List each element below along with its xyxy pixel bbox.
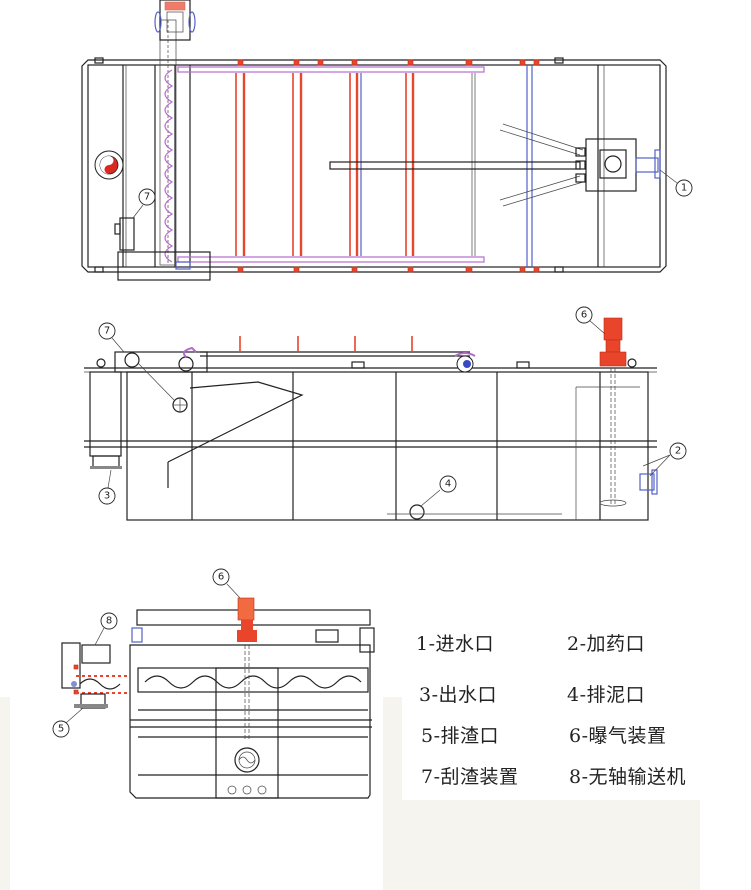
front-view: 7 6 3 4 2 (84, 306, 687, 521)
callout-5-side: 5 (52, 707, 84, 738)
sludge-outlet (409, 504, 425, 520)
shaftless-screw-side (144, 675, 362, 689)
callout-1-top: 1 (659, 169, 693, 197)
tank-body-side (129, 644, 371, 799)
inlet-distribution-pipes (329, 123, 661, 207)
legend-item-4: 4-排泥口 (567, 684, 646, 706)
side-view: 6 8 5 (52, 568, 375, 799)
legend-item-5: 5-排渣口 (421, 725, 500, 747)
callout-7-front: 7 (98, 322, 125, 353)
manhole-flange-top (94, 150, 124, 180)
callout-3-front: 3 (98, 469, 116, 505)
scraper-chain-upper (177, 66, 485, 73)
lifting-lugs-top (94, 57, 564, 273)
svg-text:7: 7 (104, 326, 110, 337)
outlet-flange-side (227, 747, 267, 795)
svg-text:6: 6 (581, 310, 587, 321)
svg-text:5: 5 (58, 724, 64, 735)
scraper-motor-side (315, 629, 339, 643)
shaftless-screw-conveyor-top (154, 0, 196, 266)
svg-text:3: 3 (104, 491, 110, 502)
tank-body-front (126, 371, 649, 521)
scraper-chain-front (96, 336, 637, 488)
tank-outline-top (81, 59, 667, 273)
scraper-chain-lower (177, 256, 485, 263)
dosing-port-flange (639, 473, 655, 491)
callout-6-side: 6 (212, 568, 241, 599)
callout-8-side: 8 (94, 612, 118, 646)
legend (402, 610, 702, 800)
aerator-motor-side (237, 597, 257, 740)
tank-inner-top (87, 64, 661, 268)
callout-2-front: 2 (642, 442, 687, 477)
svg-text:8: 8 (106, 616, 112, 627)
callout-4-front: 4 (420, 475, 457, 507)
callout-7-top: 7 (132, 188, 156, 219)
svg-text:6: 6 (218, 572, 224, 583)
legend-item-8: 8-无轴输送机 (569, 766, 687, 788)
background-panel-left (0, 697, 10, 890)
scraper-bars (235, 73, 415, 256)
aerator-motor-front (599, 317, 627, 507)
scraper-drive-top (114, 217, 211, 281)
legend-item-1: 1-进水口 (416, 633, 495, 655)
legend-item-2: 2-加药口 (567, 633, 646, 655)
svg-text:7: 7 (144, 192, 150, 203)
svg-text:4: 4 (445, 479, 451, 490)
top-view: 7 1 (81, 0, 693, 281)
callout-6-front: 6 (575, 306, 606, 335)
legend-item-3: 3-出水口 (419, 684, 498, 706)
screw-conveyor-drive-side (61, 642, 130, 709)
chain-sprockets-top (237, 59, 540, 273)
legend-item-7: 7-刮渣装置 (421, 766, 519, 788)
svg-text:1: 1 (681, 183, 687, 194)
svg-text:2: 2 (675, 446, 681, 457)
legend-item-6: 6-曝气装置 (569, 725, 667, 747)
